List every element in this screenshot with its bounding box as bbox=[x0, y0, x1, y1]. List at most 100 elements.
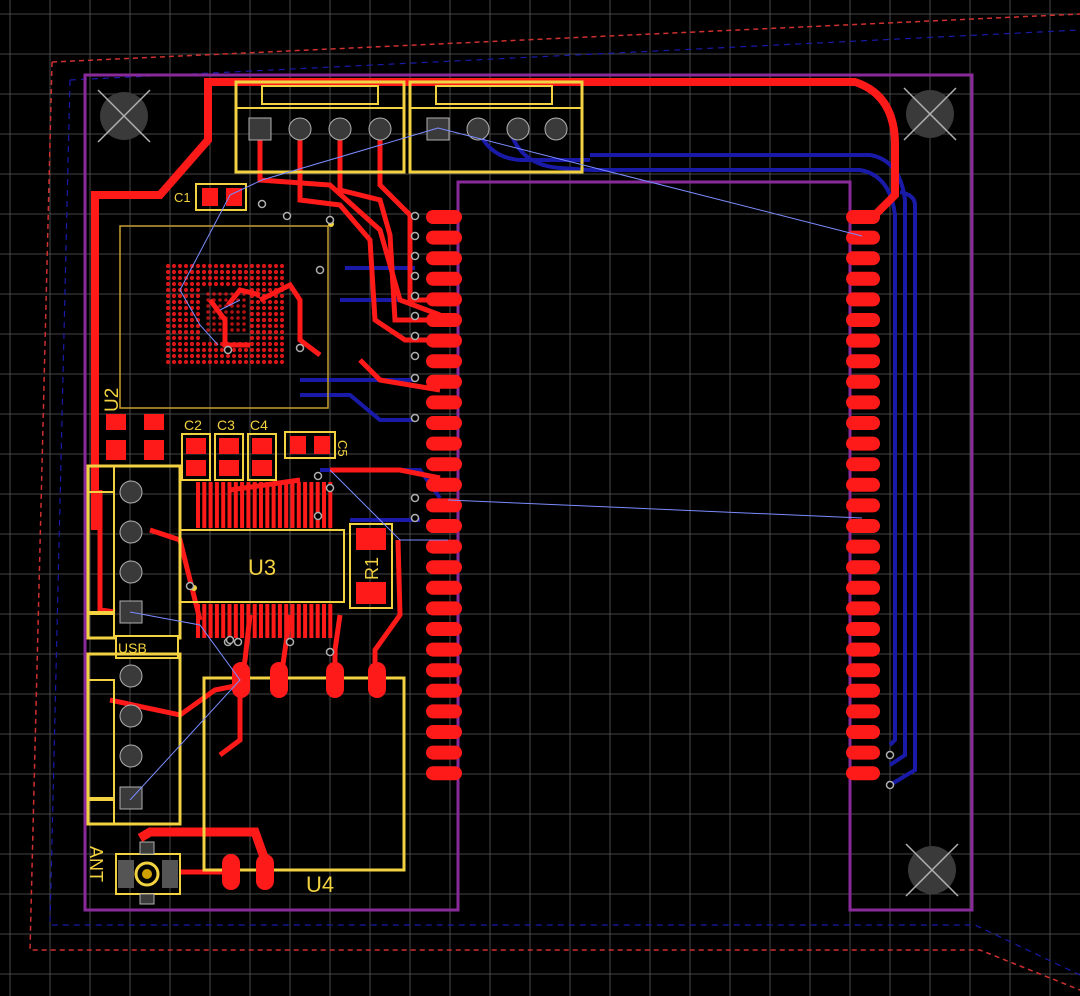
r1-resistor[interactable] bbox=[349, 523, 393, 609]
via bbox=[295, 343, 305, 353]
bga-ball bbox=[267, 347, 273, 353]
u3-pin bbox=[265, 604, 270, 638]
bga-ball bbox=[273, 281, 279, 287]
mounting-hole-bottom-right bbox=[905, 843, 959, 897]
bga-ball bbox=[206, 292, 210, 296]
u2-bga-ic[interactable] bbox=[119, 221, 334, 409]
bga-ball bbox=[236, 304, 240, 308]
bga-ball bbox=[165, 353, 171, 359]
bga-ball bbox=[213, 269, 219, 275]
bga-ball bbox=[165, 293, 171, 299]
bga-ball bbox=[279, 293, 285, 299]
bga-ball bbox=[273, 359, 279, 365]
bga-ball bbox=[267, 311, 273, 317]
bga-ball bbox=[195, 353, 201, 359]
left-header-pin bbox=[426, 457, 462, 472]
bga-ball bbox=[279, 311, 285, 317]
bga-ball bbox=[212, 292, 216, 296]
bga-ball bbox=[243, 281, 249, 287]
top-connector-a[interactable] bbox=[234, 80, 406, 174]
side-connector-pad bbox=[119, 704, 143, 728]
bga-ball bbox=[195, 335, 201, 341]
bga-ball bbox=[243, 269, 249, 275]
bga-ball bbox=[165, 305, 171, 311]
u3-pin bbox=[202, 482, 207, 528]
u4-pad-3 bbox=[326, 662, 344, 698]
c2-capacitor[interactable] bbox=[181, 433, 211, 481]
right-pin-header[interactable] bbox=[846, 210, 880, 781]
top-connector-a-pad bbox=[288, 117, 312, 141]
bga-ball bbox=[243, 341, 249, 347]
bga-ball bbox=[273, 353, 279, 359]
right-header-pin bbox=[846, 374, 880, 389]
bga-ball bbox=[177, 311, 183, 317]
bga-ball bbox=[255, 323, 261, 329]
bga-ball bbox=[189, 347, 195, 353]
usb-pad bbox=[119, 520, 143, 544]
bga-ball bbox=[279, 335, 285, 341]
bga-ball bbox=[218, 322, 222, 326]
u3-pin bbox=[227, 482, 232, 528]
u3-soic-ic[interactable] bbox=[179, 482, 345, 638]
bga-ball bbox=[183, 293, 189, 299]
bga-ball bbox=[207, 347, 213, 353]
bga-ball bbox=[201, 275, 207, 281]
right-header-pin bbox=[846, 333, 880, 348]
right-header-pin bbox=[846, 622, 880, 636]
bga-ball bbox=[212, 304, 216, 308]
bga-ball bbox=[273, 347, 279, 353]
bga-ball bbox=[267, 275, 273, 281]
side-connector-bottom[interactable] bbox=[86, 652, 182, 826]
bga-ball bbox=[183, 269, 189, 275]
bga-ball bbox=[249, 329, 255, 335]
bga-ball bbox=[165, 269, 171, 275]
bga-ball bbox=[231, 275, 237, 281]
bga-ball bbox=[279, 323, 285, 329]
bga-ball bbox=[249, 293, 255, 299]
top-connector-a-pad bbox=[368, 117, 392, 141]
bga-ball bbox=[225, 263, 231, 269]
bga-ball bbox=[279, 287, 285, 293]
ant-label: ANT bbox=[86, 846, 106, 882]
left-header-pin bbox=[426, 374, 462, 389]
bga-ball bbox=[231, 353, 237, 359]
bga-ball bbox=[267, 341, 273, 347]
bga-ball bbox=[279, 281, 285, 287]
left-header-pin bbox=[426, 622, 462, 636]
ant-connector[interactable] bbox=[115, 841, 181, 905]
c5-capacitor[interactable] bbox=[284, 431, 336, 459]
bga-ball bbox=[255, 269, 261, 275]
bga-ball bbox=[261, 293, 267, 299]
bga-ball bbox=[231, 341, 237, 347]
usb-pads bbox=[119, 480, 143, 624]
bga-ball bbox=[255, 287, 261, 293]
top-connector-a-pads bbox=[248, 117, 392, 141]
u3-pin bbox=[221, 482, 226, 528]
bga-ball bbox=[249, 275, 255, 281]
bga-ball bbox=[195, 269, 201, 275]
bga-ball bbox=[177, 329, 183, 335]
bga-ball bbox=[255, 305, 261, 311]
left-pin-header[interactable] bbox=[426, 210, 462, 781]
via bbox=[225, 635, 235, 645]
c4-capacitor[interactable] bbox=[247, 433, 277, 481]
via bbox=[885, 750, 895, 760]
top-connector-b[interactable] bbox=[408, 80, 584, 174]
c1-capacitor[interactable] bbox=[195, 183, 247, 211]
c3-capacitor[interactable] bbox=[214, 433, 244, 481]
u4-module[interactable] bbox=[202, 662, 406, 890]
left-header-pin bbox=[426, 333, 462, 348]
bga-ball bbox=[267, 353, 273, 359]
u3-pin bbox=[290, 482, 295, 528]
bga-ball bbox=[183, 305, 189, 311]
u2-regulator-pads[interactable] bbox=[106, 414, 164, 460]
bga-ball bbox=[183, 323, 189, 329]
u3-pin bbox=[284, 604, 289, 638]
bga-ball bbox=[171, 305, 177, 311]
u3-pin bbox=[233, 482, 238, 528]
bga-ball bbox=[206, 298, 210, 302]
bga-ball bbox=[206, 328, 210, 332]
u3-pins-bottom bbox=[196, 604, 333, 638]
bga-ball bbox=[171, 287, 177, 293]
